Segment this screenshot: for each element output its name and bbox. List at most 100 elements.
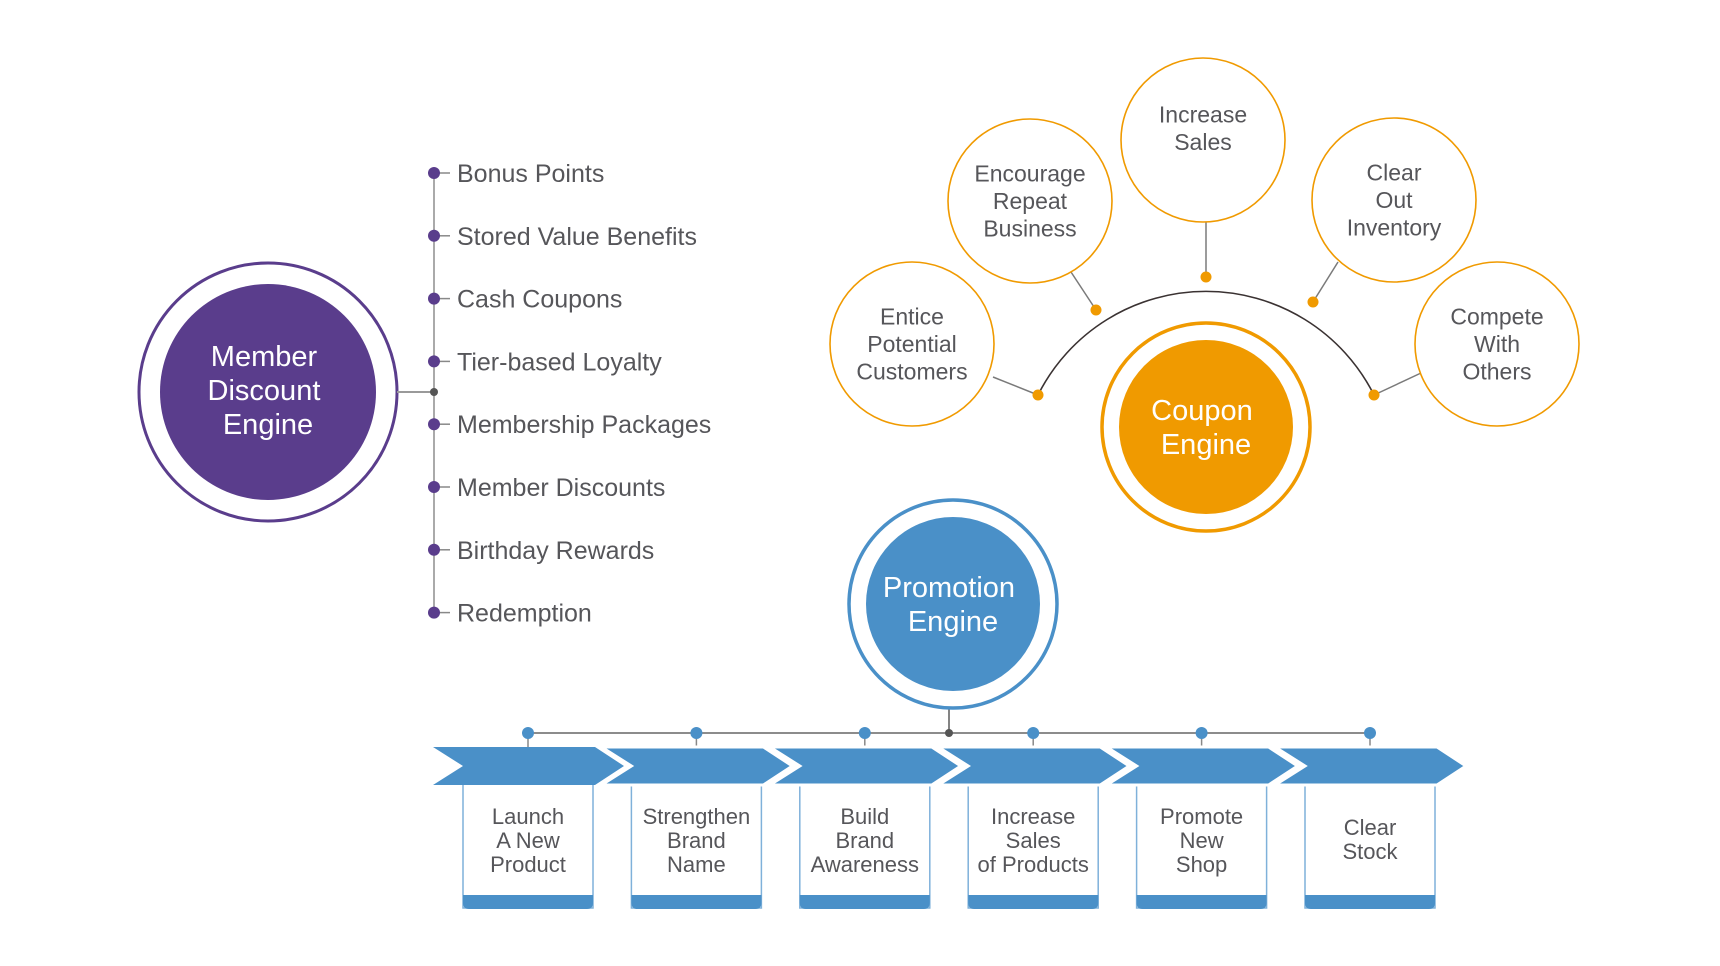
coupon-goal-dot [1032, 389, 1044, 401]
member-item-label: Stored Value Benefits [457, 223, 697, 251]
promotion-junction-dot [945, 729, 953, 737]
member-item[interactable]: Membership Packages [428, 411, 711, 439]
member-item-bullet [428, 292, 440, 305]
promotion-step-chevron [433, 747, 624, 785]
member-item[interactable]: Bonus Points [428, 160, 604, 188]
coupon-goal-dot [1368, 389, 1380, 401]
coupon-goal-dot [1307, 296, 1319, 308]
coupon-engine-ring [1100, 321, 1312, 533]
member-junction-dot [430, 388, 438, 396]
member-item-label: Tier-based Loyalty [457, 348, 662, 376]
member-item-bullet [428, 229, 440, 242]
promotion-step-card-footer [1305, 895, 1435, 909]
promotion-step-card-footer [1136, 895, 1267, 909]
promotion-engine-ring [847, 498, 1059, 710]
promotion-step-label-line: of Products [978, 852, 1089, 877]
coupon-goal-connector [1312, 261, 1339, 303]
member-item[interactable]: Birthday Rewards [428, 537, 654, 565]
promotion-step-card [799, 782, 931, 909]
member-engine-node[interactable] [160, 284, 376, 500]
promotion-step-label-line: Promote [1160, 804, 1243, 829]
member-item[interactable]: Stored Value Benefits [428, 223, 697, 251]
member-item-label: Redemption [457, 600, 592, 628]
promotion-step-card-footer [463, 895, 593, 909]
member-item[interactable]: Member Discounts [428, 474, 665, 502]
coupon-goal-bubble [829, 261, 995, 427]
promotion-step-card [1304, 782, 1436, 909]
member-item-bullet [428, 606, 440, 619]
promotion-step-chevron [1101, 745, 1301, 787]
member-engine-title: Member Discount Engine [208, 341, 329, 441]
coupon-goal-dot [1090, 304, 1102, 316]
member-item[interactable]: Cash Coupons [428, 286, 622, 314]
coupon-goal-label-line: Clear [1367, 160, 1422, 186]
promotion-step-card-footer [968, 895, 1099, 909]
member-item-bullet [428, 481, 440, 493]
promotion-step-label-line: Increase [991, 804, 1075, 829]
member-item[interactable]: Tier-based Loyalty [428, 348, 662, 376]
promotion-step-label-line: Sales [1006, 828, 1061, 853]
coupon-goal-label-line: Potential [867, 331, 957, 357]
promotion-step-dot [858, 727, 871, 739]
promotion-step-label-line: Clear [1344, 815, 1397, 840]
promotion-step-label-line: Name [667, 852, 726, 877]
promotion-step-label-line: Brand [667, 828, 726, 853]
coupon-goal-label-line: With [1474, 331, 1520, 357]
member-item-bullet [428, 167, 440, 179]
member-item-bullet [428, 355, 440, 368]
coupon-arc [1037, 290, 1375, 396]
promotion-engine-title: Promotion Engine [883, 572, 1023, 638]
promotion-step-dot [1364, 727, 1376, 739]
coupon-goal-bubble [1311, 117, 1477, 283]
coupon-goal-bubble [1414, 261, 1580, 427]
coupon-goal-label-line: Sales [1174, 129, 1232, 155]
coupon-goal-bubble [947, 118, 1113, 284]
promotion-step-chevron [933, 745, 1132, 787]
promotion-engine-title-line: Promotion [883, 572, 1015, 604]
member-item[interactable]: Redemption [428, 600, 592, 628]
coupon-goal-label-line: Repeat [993, 188, 1068, 214]
promotion-step-chevron [1269, 745, 1469, 787]
member-item-bullet [428, 418, 440, 431]
promotion-step-label-line: Stock [1342, 839, 1398, 864]
promotion-step-label-line: Build [840, 804, 889, 829]
promotion-step-label-line: Awareness [811, 852, 919, 877]
promotion-engine-node[interactable] [866, 517, 1040, 691]
promotion-step-label-line: New [1180, 828, 1224, 853]
promotion-step-label-line: Brand [835, 828, 894, 853]
coupon-goal-connector [992, 376, 1039, 396]
promotion-step-label-line: A New [496, 828, 560, 853]
member-item-bullet [428, 543, 440, 556]
promotion-step-label-line: Product [490, 852, 566, 877]
member-item-label: Birthday Rewards [457, 537, 654, 565]
promotion-step-card-footer [631, 895, 762, 909]
coupon-engine-node[interactable] [1119, 340, 1293, 514]
promotion-step-dot [522, 727, 534, 739]
member-item-label: Cash Coupons [457, 286, 622, 314]
member-discount-engine: Member Discount Engine Bonus PointsStore… [137, 160, 711, 628]
